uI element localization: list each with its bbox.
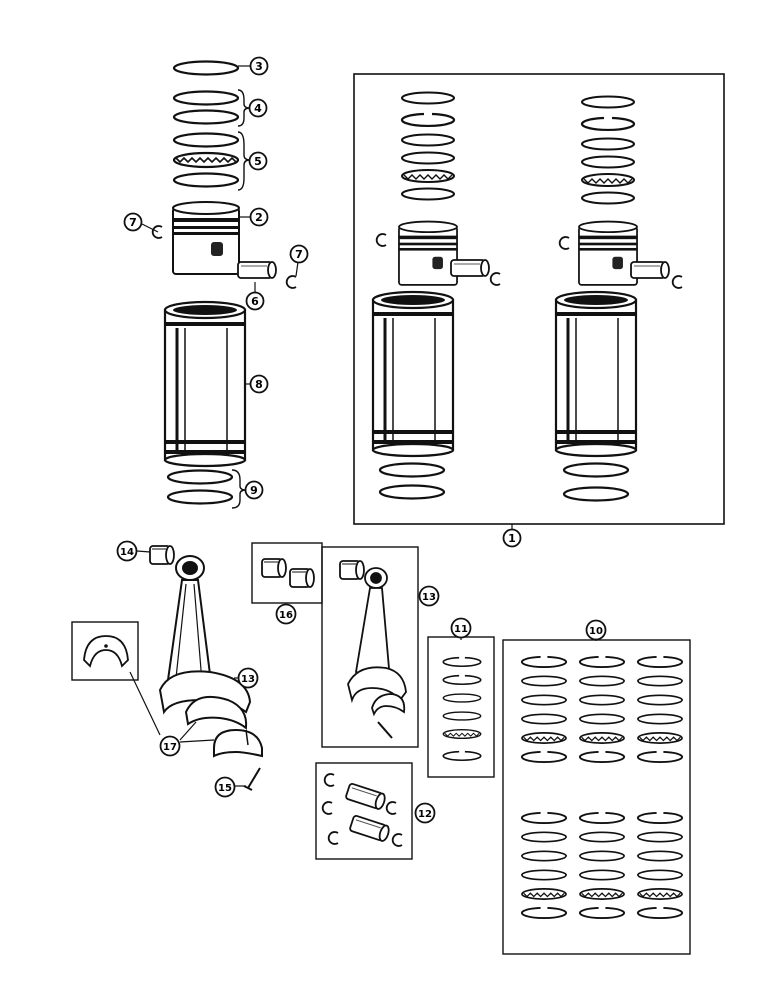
- pin-kit-12: [321, 773, 403, 847]
- top-ring-assembly: [172, 60, 240, 188]
- callout-13-kit: 13: [418, 585, 440, 607]
- svg-text:7: 7: [129, 216, 137, 229]
- ring-set-box: [427, 636, 495, 778]
- cylinder-sleeve: [163, 300, 247, 468]
- svg-text:5: 5: [254, 155, 262, 168]
- svg-text:13: 13: [422, 592, 436, 603]
- kit-box-1: [353, 73, 725, 525]
- callout-5: 5: [248, 151, 268, 171]
- svg-text:14: 14: [120, 547, 134, 558]
- bolt-15: [243, 767, 261, 791]
- sleeve-seal-rings: [166, 469, 234, 505]
- callout-11: 11: [450, 617, 472, 639]
- leader-lines-rod: [129, 550, 246, 787]
- bearing-shell-box: [71, 621, 139, 681]
- callout-7-left: 7: [123, 212, 143, 232]
- svg-text:4: 4: [254, 102, 262, 115]
- svg-text:9: 9: [250, 484, 258, 497]
- svg-text:16: 16: [279, 610, 293, 621]
- svg-text:8: 8: [255, 378, 263, 391]
- callout-14: 14: [116, 540, 138, 562]
- callout-4: 4: [248, 98, 268, 118]
- callout-12: 12: [414, 802, 436, 824]
- callout-3: 3: [249, 56, 269, 76]
- pin-kit-box: [315, 762, 413, 860]
- svg-text:12: 12: [418, 809, 432, 820]
- piston-pin: [237, 261, 277, 279]
- ring-set-11: [442, 656, 482, 762]
- callout-17: 17: [159, 735, 181, 757]
- bushings-16: [261, 558, 315, 588]
- callout-6: 6: [245, 291, 265, 311]
- svg-text:11: 11: [454, 624, 468, 635]
- svg-text:10: 10: [589, 626, 603, 637]
- rod-kit-13: [339, 560, 407, 739]
- svg-text:15: 15: [218, 783, 232, 794]
- svg-text:2: 2: [255, 211, 263, 224]
- svg-text:7: 7: [295, 248, 303, 261]
- ring-sets-box: [502, 639, 691, 955]
- callout-13-rod: 13: [237, 667, 259, 689]
- connecting-rod-assembly: [149, 545, 263, 758]
- callout-16: 16: [275, 603, 297, 625]
- ring-sets-10: [520, 655, 684, 919]
- callout-15: 15: [214, 776, 236, 798]
- callout-9: 9: [244, 480, 264, 500]
- callout-1: 1: [502, 528, 522, 548]
- callout-2: 2: [249, 207, 269, 227]
- kit-1-left: [371, 91, 501, 500]
- leader-lines: [141, 65, 299, 385]
- svg-text:3: 3: [255, 60, 263, 73]
- callout-7-right: 7: [289, 244, 309, 264]
- kit-1-right: [554, 95, 683, 502]
- snap-ring-right: [285, 275, 297, 289]
- svg-text:6: 6: [251, 295, 259, 308]
- svg-text:1: 1: [508, 532, 516, 545]
- svg-text:17: 17: [163, 742, 177, 753]
- svg-text:13: 13: [241, 674, 255, 685]
- callout-8: 8: [249, 374, 269, 394]
- callout-10: 10: [585, 619, 607, 641]
- piston: [172, 201, 240, 275]
- rod-kit-box: [321, 546, 419, 748]
